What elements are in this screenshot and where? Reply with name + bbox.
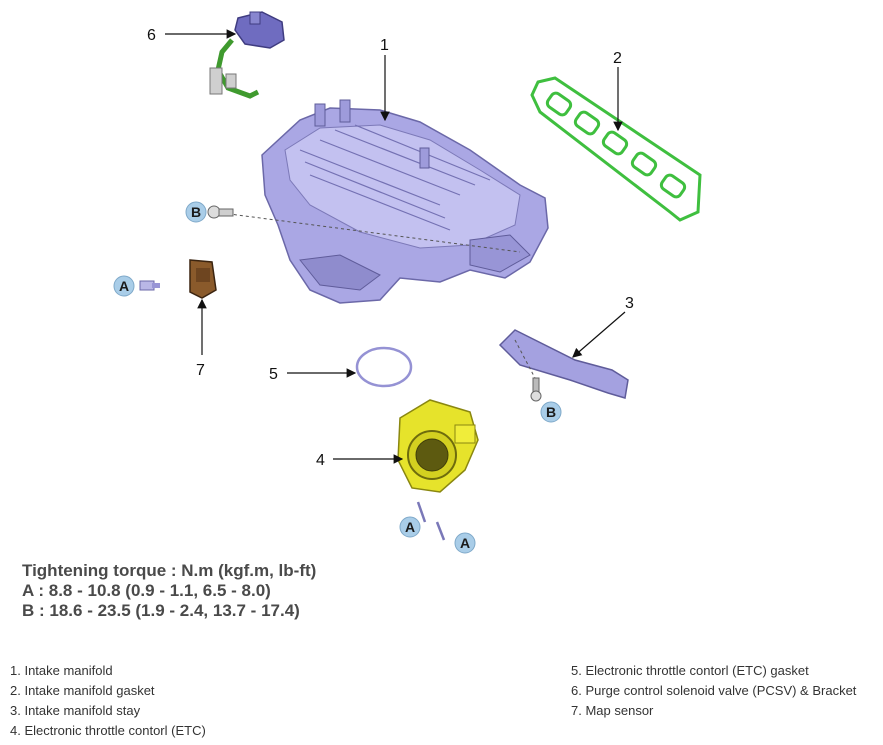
etc-part bbox=[397, 399, 479, 493]
svg-text:B: B bbox=[546, 404, 556, 420]
intake-manifold-gasket-part bbox=[530, 76, 702, 222]
svg-text:A: A bbox=[460, 535, 470, 551]
torque-spec: Tightening torque : N.m (kgf.m, lb-ft) A… bbox=[22, 561, 316, 621]
etc-gasket-part bbox=[355, 346, 413, 388]
etc-bolts bbox=[416, 501, 446, 541]
legend-item: 5. Electronic throttle contorl (ETC) gas… bbox=[571, 663, 809, 678]
callout-2: 2 bbox=[613, 50, 622, 67]
legend-item: 4. Electronic throttle contorl (ETC) bbox=[10, 723, 206, 738]
legend-left: 1. Intake manifold 2. Intake manifold ga… bbox=[10, 661, 206, 741]
exploded-parts-diagram: 1 2 3 4 5 6 7 B A B A A bbox=[113, 11, 702, 554]
svg-text:A: A bbox=[405, 519, 415, 535]
intake-manifold-stay-part bbox=[498, 329, 629, 402]
callout-3: 3 bbox=[625, 295, 634, 312]
bolt-b-stay bbox=[530, 377, 542, 402]
svg-text:B: B bbox=[191, 204, 201, 220]
legend-item: 7. Map sensor bbox=[571, 703, 654, 718]
pcsv-part bbox=[209, 11, 285, 99]
callout-7: 7 bbox=[196, 362, 205, 379]
badge-a-map: A bbox=[113, 275, 135, 297]
bolt-a-map bbox=[139, 280, 160, 291]
svg-text:A: A bbox=[119, 278, 129, 294]
legend-item: 1. Intake manifold bbox=[10, 663, 113, 678]
torque-b: B : 18.6 - 23.5 (1.9 - 2.4, 13.7 - 17.4) bbox=[22, 601, 300, 620]
legend-item: 6. Purge control solenoid valve (PCSV) &… bbox=[571, 683, 857, 698]
intake-manifold-part bbox=[221, 99, 549, 304]
badge-b-manifold: B bbox=[185, 201, 207, 223]
legend-item: 2. Intake manifold gasket bbox=[10, 683, 155, 698]
callout-6: 6 bbox=[147, 27, 156, 44]
badge-a-etc-2: A bbox=[454, 532, 476, 554]
legend-item: 3. Intake manifold stay bbox=[10, 703, 141, 718]
badge-a-etc-1: A bbox=[399, 516, 421, 538]
callout-4: 4 bbox=[316, 452, 325, 469]
callout-5: 5 bbox=[269, 366, 278, 383]
badge-b-stay: B bbox=[540, 401, 562, 423]
bolt-b-manifold bbox=[207, 205, 234, 219]
callout-arrows bbox=[165, 29, 626, 464]
callout-1: 1 bbox=[380, 37, 389, 54]
legend-right: 5. Electronic throttle contorl (ETC) gas… bbox=[571, 661, 856, 721]
map-sensor-part bbox=[189, 259, 217, 299]
torque-a: A : 8.8 - 10.8 (0.9 - 1.1, 6.5 - 8.0) bbox=[22, 581, 271, 600]
torque-heading: Tightening torque : N.m (kgf.m, lb-ft) bbox=[22, 561, 317, 580]
